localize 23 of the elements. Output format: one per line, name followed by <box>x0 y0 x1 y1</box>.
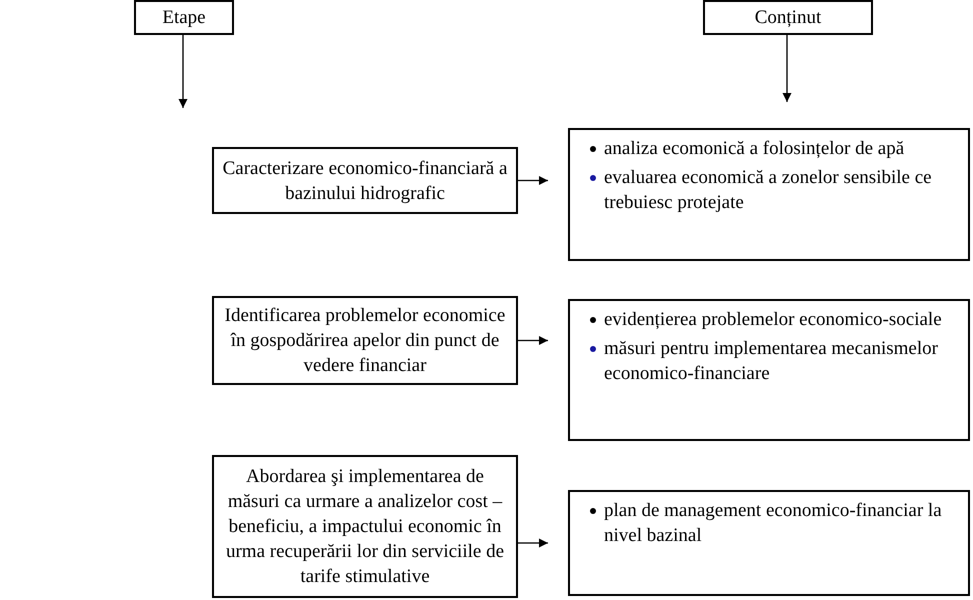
process-box <box>212 296 518 385</box>
box-text: Abordarea şi implementarea de măsuri ca urmare a analizelor cost – beneficiu, a impactului economic în urma recuperării lor din serviciile de tarife stimulative <box>224 465 505 589</box>
bullet-text: plan de management economico-financiar la nivel bazinal <box>604 499 943 548</box>
process-box <box>212 147 518 214</box>
box-text: Caracterizare economico-financiară a bazinului hidrografic <box>222 156 508 206</box>
box-text: Identificarea problemelor economice în gospodărirea apelor din punct de vedere financiar <box>224 304 506 378</box>
process-box <box>568 128 970 261</box>
box-text: Conținut <box>754 6 822 30</box>
bullet-text: evaluarea economică a zonelor sensibile ce trebuiesc protejate <box>604 166 933 215</box>
process-box <box>703 0 873 35</box>
process-box <box>212 455 518 598</box>
process-box <box>568 490 970 596</box>
box-text: Etape <box>162 6 206 30</box>
arrow <box>518 538 548 548</box>
arrow <box>518 176 548 186</box>
process-box <box>134 0 234 35</box>
arrow <box>518 336 548 346</box>
bullet-text: evidențierea problemelor economico-sociale <box>604 308 943 332</box>
arrow <box>782 35 792 102</box>
bullet-text: analiza ecomonică a folosințelor de apă <box>604 137 906 161</box>
arrow <box>178 35 188 108</box>
process-box <box>568 299 970 441</box>
bullet-text: măsuri pentru implementarea mecanismelor economico-financiare <box>604 337 939 386</box>
